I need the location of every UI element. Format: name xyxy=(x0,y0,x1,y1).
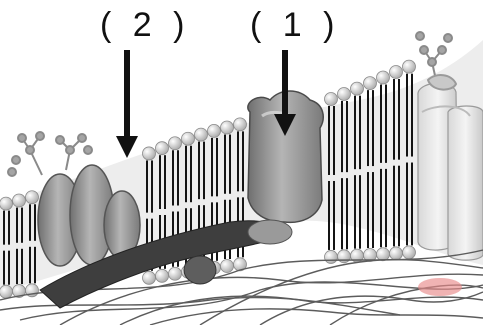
lipid-head xyxy=(156,142,169,155)
cytoskeleton-fiber xyxy=(150,309,483,325)
lipid-head xyxy=(182,132,195,145)
lipid-head xyxy=(325,93,338,106)
lipid-head xyxy=(338,250,351,263)
lipid-head xyxy=(0,285,13,298)
cytoskeleton-fiber xyxy=(330,285,483,325)
lipid-head xyxy=(390,65,403,78)
lipid-head xyxy=(403,246,416,259)
lipid-head xyxy=(26,191,39,204)
lipid-head xyxy=(234,118,247,131)
cytoskeleton-fiber xyxy=(60,274,483,325)
lipid-head xyxy=(377,71,390,84)
lipid-head xyxy=(221,260,234,273)
lipid-head xyxy=(208,124,221,137)
lipid-head xyxy=(377,248,390,261)
down-arrow-icon xyxy=(116,50,138,158)
glycoprotein-chain-icon xyxy=(8,132,92,176)
lipid-head xyxy=(0,197,13,210)
lipid-head xyxy=(325,250,338,263)
channel-protein-right xyxy=(418,83,483,260)
lipid-head xyxy=(195,128,208,141)
highlight-spot xyxy=(418,278,462,296)
lipid-head xyxy=(390,247,403,260)
callout-label-1: ( 1 ) xyxy=(250,8,340,42)
lipid-head xyxy=(169,267,182,280)
lipid-head xyxy=(338,87,351,100)
lipid-head xyxy=(364,77,377,90)
lipid-head xyxy=(403,60,416,73)
lipid-head xyxy=(169,137,182,150)
lipid-head xyxy=(143,271,156,284)
lipid-head xyxy=(143,147,156,160)
lipid-head xyxy=(13,194,26,207)
lipid-head xyxy=(156,269,169,282)
callout-label-2: ( 2 ) xyxy=(100,8,190,42)
lipid-head xyxy=(351,82,364,95)
lipid-head xyxy=(221,121,234,134)
